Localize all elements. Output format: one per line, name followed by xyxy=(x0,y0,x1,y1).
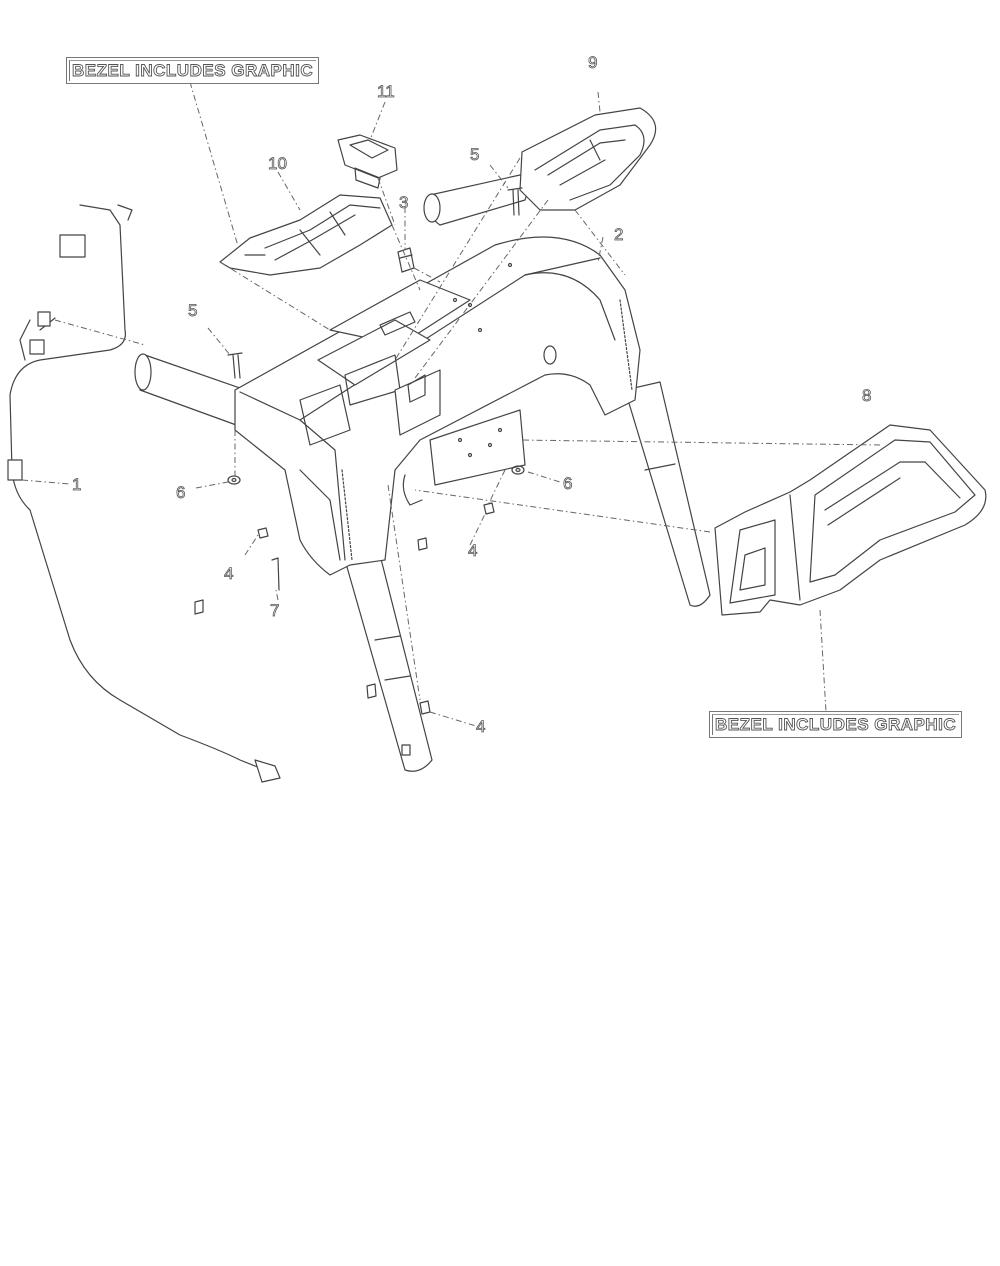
part-label-7: 7 xyxy=(270,601,280,620)
part-label-11: 11 xyxy=(377,82,395,101)
screw-5-left xyxy=(227,352,243,379)
wire-harness xyxy=(7,204,281,783)
part-label-5a: 5 xyxy=(188,301,198,320)
part-label-4c: 4 xyxy=(476,717,486,736)
top-right-bezel xyxy=(519,107,657,211)
handlebar-tube-left xyxy=(134,353,261,431)
part-label-5b: 5 xyxy=(470,145,480,164)
part-label-6b: 6 xyxy=(563,474,573,493)
nut-4-c xyxy=(419,700,431,715)
part-label-3: 3 xyxy=(399,193,409,212)
part-label-9: 9 xyxy=(588,53,598,72)
screw-5-right xyxy=(507,187,523,216)
nut-4-a xyxy=(257,527,269,539)
part-label-4b: 4 xyxy=(468,541,478,560)
lower-handle-post-right xyxy=(624,381,711,607)
tie-7 xyxy=(271,557,280,591)
leader-lines xyxy=(21,81,881,727)
callout-bezel-top: BEZEL INCLUDES GRAPHIC xyxy=(66,57,320,84)
clip-part xyxy=(194,599,204,615)
clip-part-2 xyxy=(417,537,428,551)
dash-housing xyxy=(234,236,641,576)
switch-module xyxy=(337,134,398,189)
part-label-6a: 6 xyxy=(176,483,186,502)
part-label-2: 2 xyxy=(614,225,624,244)
part-label-10: 10 xyxy=(268,154,288,173)
connector-part-3 xyxy=(397,247,415,273)
callout-bezel-right: BEZEL INCLUDES GRAPHIC xyxy=(709,711,963,738)
grommet-6-left xyxy=(227,475,241,485)
right-bezel xyxy=(714,424,987,616)
part-label-4a: 4 xyxy=(224,564,234,583)
grommet-6-right xyxy=(511,465,525,475)
lower-handle-post-left xyxy=(344,554,433,772)
part-label-1: 1 xyxy=(72,475,82,494)
part-label-8: 8 xyxy=(862,386,872,405)
handlebar-tube-upper xyxy=(423,174,529,226)
left-bezel xyxy=(219,194,393,276)
clip-part-3 xyxy=(366,683,377,699)
nut-4-b xyxy=(483,502,495,515)
